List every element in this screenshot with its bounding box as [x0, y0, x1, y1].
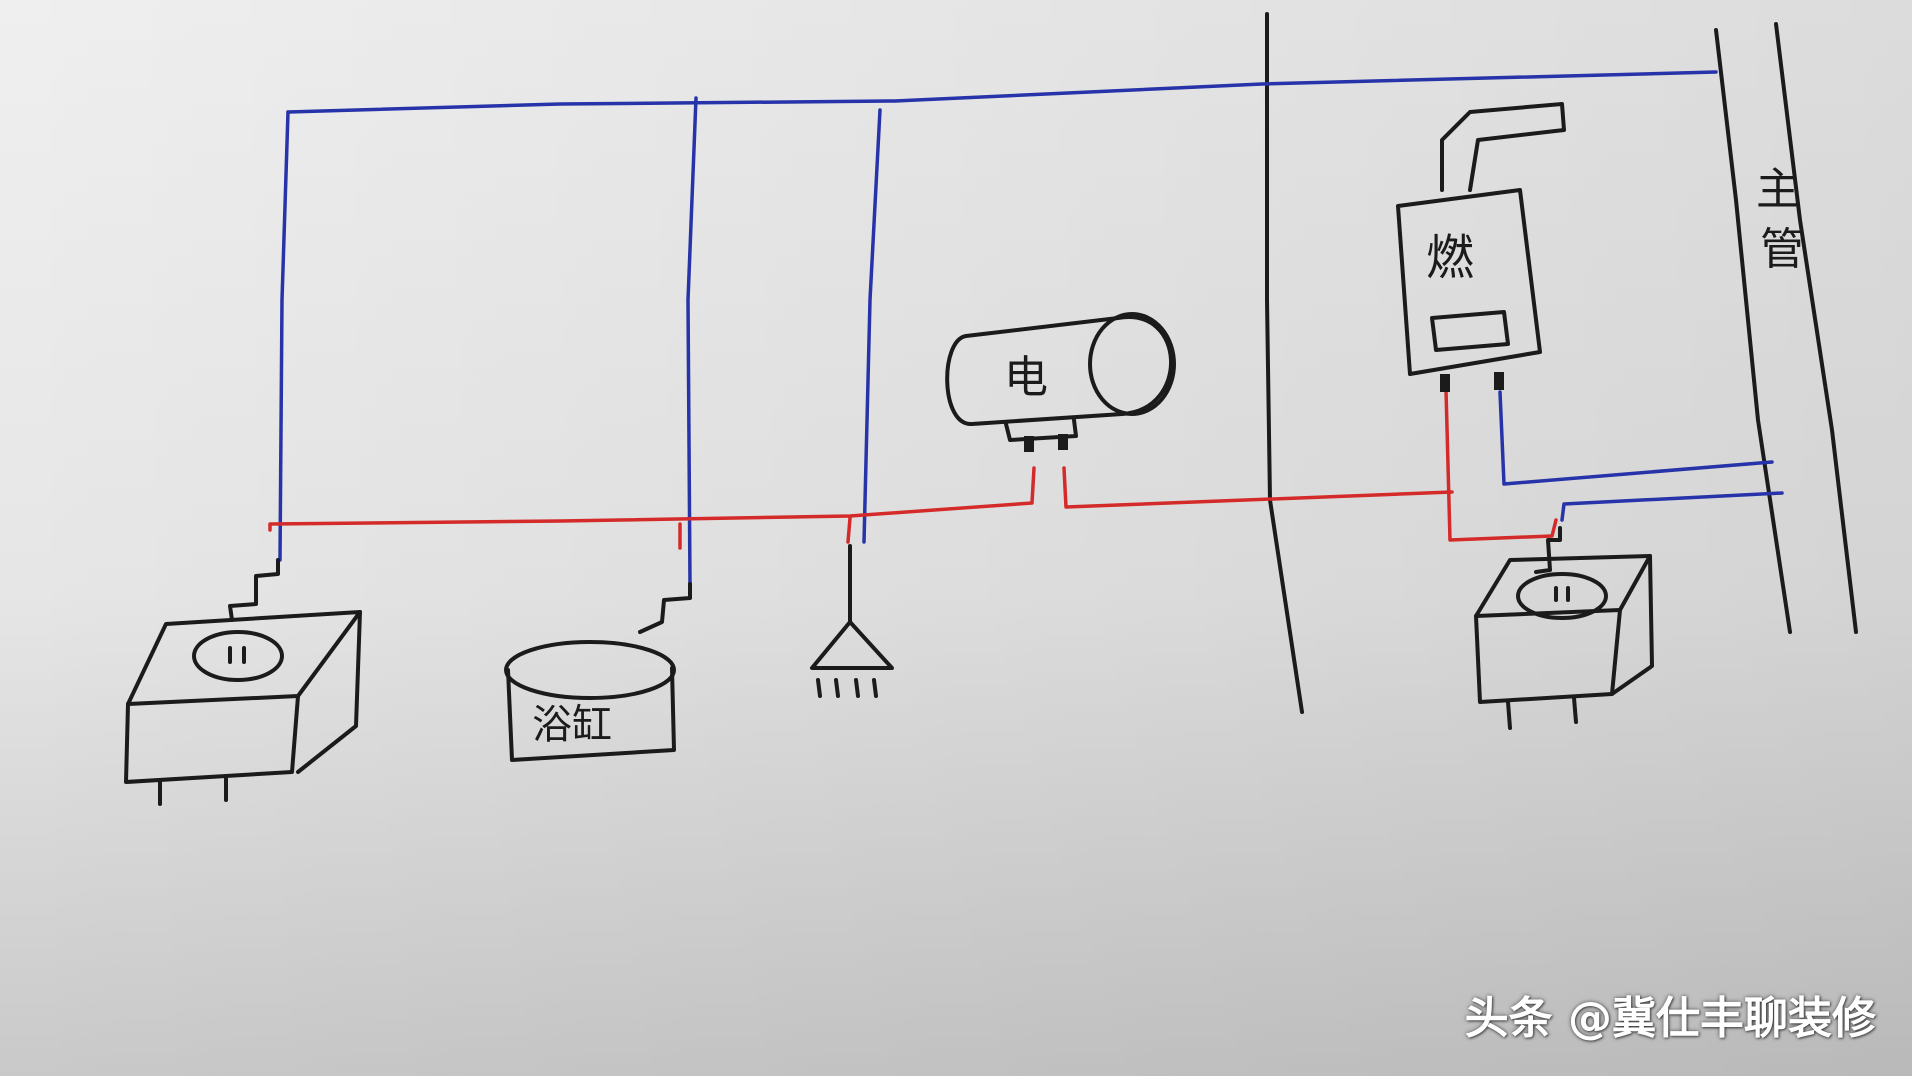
- bathtub-label: 浴缸: [532, 702, 612, 748]
- cold-kitchen: [1560, 491, 1784, 522]
- hot-drop-shower: [846, 516, 852, 544]
- gas-heater-label: 燃: [1426, 230, 1474, 286]
- bathtub: 浴缸: [504, 582, 692, 762]
- cold-drop-basin: [278, 110, 290, 562]
- hot-main: [268, 466, 1036, 532]
- hot-water-pipes: [268, 388, 1558, 550]
- electric-heater-label: 电: [1004, 352, 1048, 403]
- cold-water-pipes: [278, 70, 1784, 586]
- cold-drop-bathtub: [686, 96, 698, 586]
- kitchen-sink-right: [1474, 526, 1654, 730]
- electric-water-heater: 电: [945, 312, 1176, 452]
- shower-head: [810, 544, 894, 698]
- watermark: 头条 @冀仕丰聊装修: [1464, 993, 1876, 1044]
- hot-gas-heater: [1444, 388, 1558, 542]
- cold-main-top: [286, 70, 1718, 114]
- main-pipe-label-1: 主: [1756, 164, 1800, 215]
- gas-water-heater: 燃: [1396, 102, 1566, 392]
- main-pipe-line-right: [1774, 22, 1858, 634]
- main-pipe-label-2: 管: [1760, 224, 1804, 275]
- wall-line: [1265, 12, 1304, 714]
- wash-basin-left: [124, 558, 362, 806]
- cold-drop-shower: [862, 108, 882, 544]
- hot-heater-out: [1062, 466, 1454, 509]
- main-pipe-line-left: [1714, 28, 1792, 634]
- cold-gas-heater: [1498, 390, 1774, 486]
